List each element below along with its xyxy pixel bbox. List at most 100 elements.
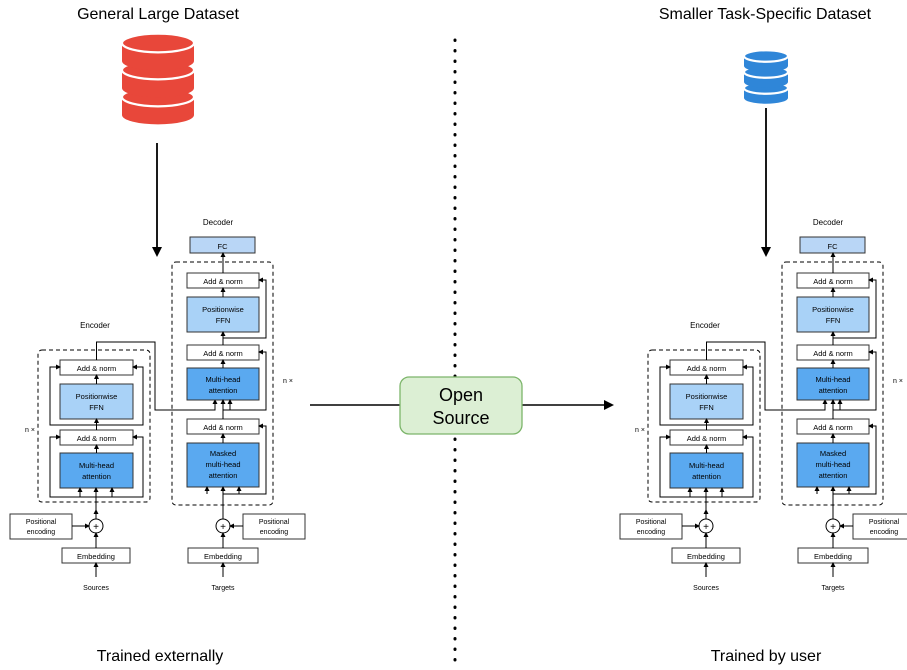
encoder-add-symbol: + (93, 522, 99, 533)
decoder-embedding-label: Embedding (204, 552, 242, 561)
decoder-residual (223, 349, 267, 411)
encoder-ffn-label-2: FFN (699, 403, 714, 412)
right-title: Smaller Task-Specific Dataset (659, 6, 872, 23)
decoder-masked-label-2: multi-head (205, 460, 240, 469)
decoder-masked-label-3: attention (819, 471, 848, 480)
encoder-residual (659, 364, 706, 426)
decoder-residual (223, 277, 267, 339)
decoder-add-norm-1-label: Add & norm (813, 277, 853, 286)
encoder-repeat-label: n × (25, 427, 35, 434)
decoder-positional-encoding (242, 513, 306, 540)
decoder-masked-mha (186, 442, 260, 488)
decoder-add-norm-1-label: Add & norm (203, 277, 243, 286)
decoder-repeat-label: n × (893, 378, 903, 385)
encoder-add-norm-bottom-label: Add & norm (687, 434, 727, 443)
encoder-embedding-label: Embedding (687, 552, 725, 561)
decoder-residual (833, 277, 877, 339)
decoder-title: Decoder (813, 218, 844, 227)
decoder-residual (833, 423, 877, 495)
encoder-mha-label-1: Multi-head (79, 461, 114, 470)
decoder-mha-label-1: Multi-head (205, 375, 240, 384)
decoder-ffn (796, 296, 870, 333)
left-title: General Large Dataset (77, 6, 239, 23)
encoder-ffn-label-1: Positionwise (686, 392, 728, 401)
encoder-pos-label-2: encoding (637, 529, 666, 536)
decoder-pos-label-2: encoding (870, 529, 899, 536)
right-caption: Trained by user (711, 648, 822, 665)
encoder-sources-label: Sources (693, 585, 719, 592)
encoder-residual (96, 434, 144, 498)
encoder-sources-label: Sources (83, 585, 109, 592)
encoder-embedding-label: Embedding (77, 552, 115, 561)
decoder-pos-label-1: Positional (259, 519, 290, 526)
decoder-mha (186, 367, 260, 401)
encoder-residual (49, 364, 96, 426)
decoder-mha-label-2: attention (209, 386, 238, 395)
encoder-mha-label-1: Multi-head (689, 461, 724, 470)
decoder-masked-label-1: Masked (210, 449, 236, 458)
encoder-mha (59, 452, 134, 489)
decoder-title: Decoder (203, 218, 234, 227)
encoder-to-decoder-line (96, 341, 218, 411)
decoder-embedding-label: Embedding (814, 552, 852, 561)
encoder-residual (706, 434, 754, 498)
decoder-add-norm-2-label: Add & norm (203, 349, 243, 358)
decoder-mha-label-2: attention (819, 386, 848, 395)
decoder-pos-label-2: encoding (260, 529, 289, 536)
decoder-masked-label-2: multi-head (815, 460, 850, 469)
decoder-residual (223, 423, 267, 495)
encoder-residual (96, 364, 144, 426)
open-source-label-line1: Open (439, 385, 483, 405)
encoder-title: Encoder (690, 321, 720, 330)
decoder-fc-label: FC (828, 242, 839, 251)
decoder-mha-label-1: Multi-head (815, 375, 850, 384)
encoder-pos-label-1: Positional (636, 519, 667, 526)
encoder-mha-label-2: attention (692, 472, 721, 481)
encoder-pos-label-1: Positional (26, 519, 57, 526)
encoder-positional-encoding (619, 513, 683, 540)
encoder-ffn (59, 383, 134, 420)
encoder-residual (706, 364, 754, 426)
decoder-add-norm-3-label: Add & norm (203, 423, 243, 432)
database-icon-large (120, 32, 196, 125)
decoder-masked-label-1: Masked (820, 449, 846, 458)
decoder-repeat-label: n × (283, 378, 293, 385)
encoder-repeat-label: n × (635, 427, 645, 434)
encoder-residual (659, 434, 706, 498)
decoder-pos-label-1: Positional (869, 519, 900, 526)
encoder-add-norm-top-label: Add & norm (687, 364, 727, 373)
encoder-to-decoder-line (706, 341, 828, 411)
encoder-block-frame (647, 349, 761, 503)
encoder-ffn-label-1: Positionwise (76, 392, 118, 401)
encoder-ffn-label-2: FFN (89, 403, 104, 412)
database-icon-small (742, 49, 790, 104)
left-caption: Trained externally (97, 648, 224, 665)
decoder-positional-encoding (852, 513, 907, 540)
encoder-block-frame (37, 349, 151, 503)
decoder-masked-label-3: attention (209, 471, 238, 480)
encoder-add-norm-bottom-label: Add & norm (77, 434, 117, 443)
decoder-add-symbol: + (220, 522, 226, 533)
open-source-label-line2: Source (432, 408, 489, 428)
encoder-mha-label-2: attention (82, 472, 111, 481)
decoder-add-symbol: + (830, 522, 836, 533)
decoder-add-norm-2-label: Add & norm (813, 349, 853, 358)
decoder-ffn (186, 296, 260, 333)
decoder-add-norm-3-label: Add & norm (813, 423, 853, 432)
encoder-ffn (669, 383, 744, 420)
encoder-pos-label-2: encoding (27, 529, 56, 536)
decoder-ffn-label-1: Positionwise (202, 305, 244, 314)
encoder-mha (669, 452, 744, 489)
decoder-fc-label: FC (218, 242, 229, 251)
decoder-ffn-label-1: Positionwise (812, 305, 854, 314)
decoder-ffn-label-2: FFN (826, 316, 841, 325)
encoder-title: Encoder (80, 321, 110, 330)
decoder-residual (833, 349, 877, 411)
decoder-targets-label: Targets (822, 585, 845, 592)
encoder-residual (49, 434, 96, 498)
database-disk-top (742, 49, 790, 63)
decoder-targets-label: Targets (212, 585, 235, 592)
